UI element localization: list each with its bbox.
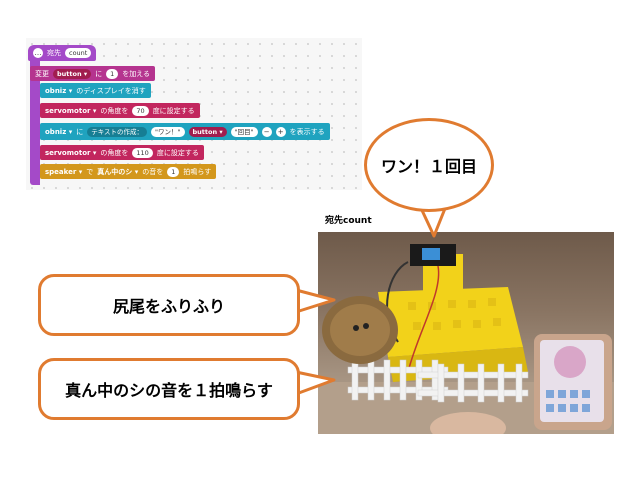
block-text: 拍鳴らす bbox=[183, 167, 212, 176]
bubble-tail-shiri bbox=[294, 288, 336, 314]
obniz-dropdown[interactable]: obniz ▾ bbox=[45, 127, 73, 136]
robot-illustration bbox=[318, 244, 614, 434]
comment-icon[interactable]: … bbox=[33, 48, 43, 58]
number-input[interactable]: 1 bbox=[106, 68, 119, 79]
text-join-label: テキストの作成： bbox=[87, 126, 148, 137]
servo-dropdown[interactable]: servomotor ▾ bbox=[45, 148, 97, 157]
bubble-tail-wag: 尻尾をふりふり bbox=[38, 274, 300, 336]
block-text: 度に設定する bbox=[152, 106, 195, 115]
block-servo-angle-1[interactable]: servomotor ▾ の角度を 70 度に設定する bbox=[40, 103, 200, 118]
bubble-tail-wag-text: 尻尾をふりふり bbox=[112, 297, 225, 316]
hat-label: 宛先 bbox=[47, 49, 61, 57]
block-text: を加える bbox=[122, 69, 151, 78]
angle-input[interactable]: 110 bbox=[132, 147, 153, 158]
beats-input[interactable]: 1 bbox=[167, 166, 180, 177]
block-servo-angle-2[interactable]: servomotor ▾ の角度を 110 度に設定する bbox=[40, 145, 204, 160]
stack-spine bbox=[30, 60, 40, 185]
minus-icon[interactable]: − bbox=[261, 126, 272, 137]
block-text: を表示する bbox=[289, 127, 325, 136]
note-dropdown[interactable]: 真ん中のシ ▾ bbox=[97, 167, 139, 176]
block-text: の角度を bbox=[100, 148, 129, 157]
servo-dropdown[interactable]: servomotor ▾ bbox=[45, 106, 97, 115]
string-input[interactable]: "回目" bbox=[230, 126, 258, 137]
bubble-wan-text: ワン！１回目 bbox=[380, 157, 477, 176]
block-text: のディスプレイを消す bbox=[76, 86, 146, 95]
block-obniz-clear[interactable]: obniz ▾ のディスプレイを消す bbox=[40, 83, 151, 98]
bubble-play-note: 真ん中のシの音を１拍鳴らす bbox=[38, 358, 300, 420]
hat-block-receive[interactable]: … 宛先 count bbox=[28, 45, 97, 61]
block-change-variable[interactable]: 変更 button ▾ に 1 を加える bbox=[30, 66, 156, 81]
plus-icon[interactable]: + bbox=[275, 126, 286, 137]
robot-photo bbox=[318, 232, 614, 434]
block-text: 度に設定する bbox=[156, 148, 199, 157]
bubble-wan: ワン！１回目 bbox=[364, 118, 494, 212]
block-text: の音を bbox=[142, 167, 164, 176]
photo-caption: 宛先count bbox=[325, 216, 372, 226]
block-text: 変更 bbox=[35, 69, 49, 78]
hat-name-field[interactable]: count bbox=[65, 48, 92, 58]
angle-input[interactable]: 70 bbox=[132, 105, 149, 116]
block-text: に bbox=[76, 127, 84, 136]
string-input[interactable]: "ワン！" bbox=[151, 126, 185, 137]
bubble-tail-note bbox=[294, 370, 336, 396]
block-text: に bbox=[95, 69, 103, 78]
block-text: の角度を bbox=[100, 106, 129, 115]
variable-dropdown[interactable]: button ▾ bbox=[53, 68, 92, 79]
block-speaker-play[interactable]: speaker ▾ で 真ん中のシ ▾ の音を 1 拍鳴らす bbox=[40, 164, 217, 179]
block-obniz-print[interactable]: obniz ▾ に テキストの作成： "ワン！" button ▾ "回目" −… bbox=[40, 123, 330, 140]
bubble-play-note-text: 真ん中のシの音を１拍鳴らす bbox=[65, 381, 273, 400]
block-text: で bbox=[86, 167, 94, 176]
speaker-dropdown[interactable]: speaker ▾ bbox=[45, 167, 83, 176]
obniz-dropdown[interactable]: obniz ▾ bbox=[45, 86, 73, 95]
variable-dropdown[interactable]: button ▾ bbox=[188, 126, 227, 137]
